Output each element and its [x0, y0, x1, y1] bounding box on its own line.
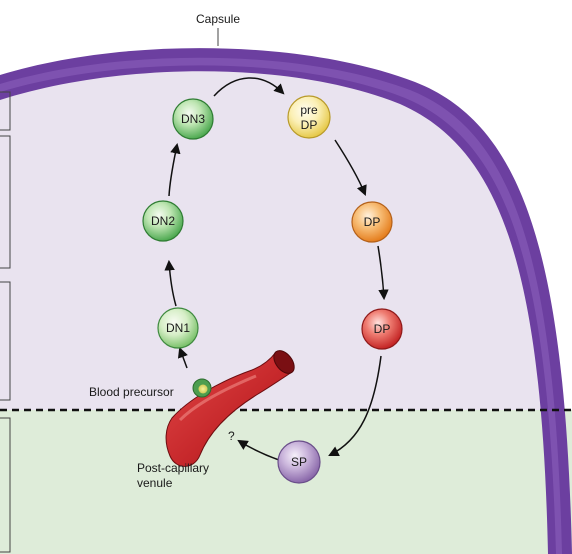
cell-dn3: DN3 [172, 98, 214, 140]
arrow-predp-to-dp1 [334, 139, 367, 196]
cell-dn1: DN1 [157, 307, 199, 349]
cell-dn2-label: DN2 [151, 214, 175, 228]
cell-dp1: DP [351, 201, 393, 243]
venule-label-line1: Post-capillary [137, 461, 209, 475]
venule-label-line2: venule [137, 476, 173, 490]
cell-sp-label: SP [291, 455, 307, 469]
cell-dn3-label: DN3 [181, 112, 205, 126]
cell-predp: pre DP [287, 95, 331, 139]
venule-highlight [178, 374, 257, 422]
cell-dp2: DP [361, 308, 403, 350]
venule-body [165, 351, 293, 467]
arrow-venule-to-dn1 [177, 347, 188, 369]
cell-predp-label-line1: pre [300, 103, 318, 117]
blood-precursor-label: Blood precursor [89, 385, 174, 399]
arrow-dp2-to-sp [328, 355, 382, 456]
cell-dn1-label: DN1 [166, 321, 190, 335]
arrow-dn1-to-dn2 [164, 259, 177, 307]
arrow-dn3-to-predp [213, 77, 285, 97]
venule-opening [273, 350, 295, 374]
blood-precursor-nucleus [198, 384, 208, 394]
cell-dp1-label: DP [364, 215, 381, 229]
cell-predp-label-line2: DP [301, 118, 318, 132]
arrow-sp-to-venule [237, 439, 280, 461]
question-mark: ? [228, 429, 235, 443]
capsule-label: Capsule [196, 12, 240, 26]
medulla-region-fill [0, 410, 548, 554]
arrow-dn2-to-dn3 [168, 142, 181, 197]
cell-dn2: DN2 [142, 200, 184, 242]
region-bracket-4 [0, 417, 11, 553]
region-bracket-2 [0, 135, 11, 269]
region-bracket-3 [0, 281, 11, 401]
arrow-dp1-to-dp2 [377, 245, 389, 301]
region-bracket-1 [0, 91, 11, 131]
cell-sp: SP [277, 440, 321, 484]
cell-dp2-label: DP [374, 322, 391, 336]
